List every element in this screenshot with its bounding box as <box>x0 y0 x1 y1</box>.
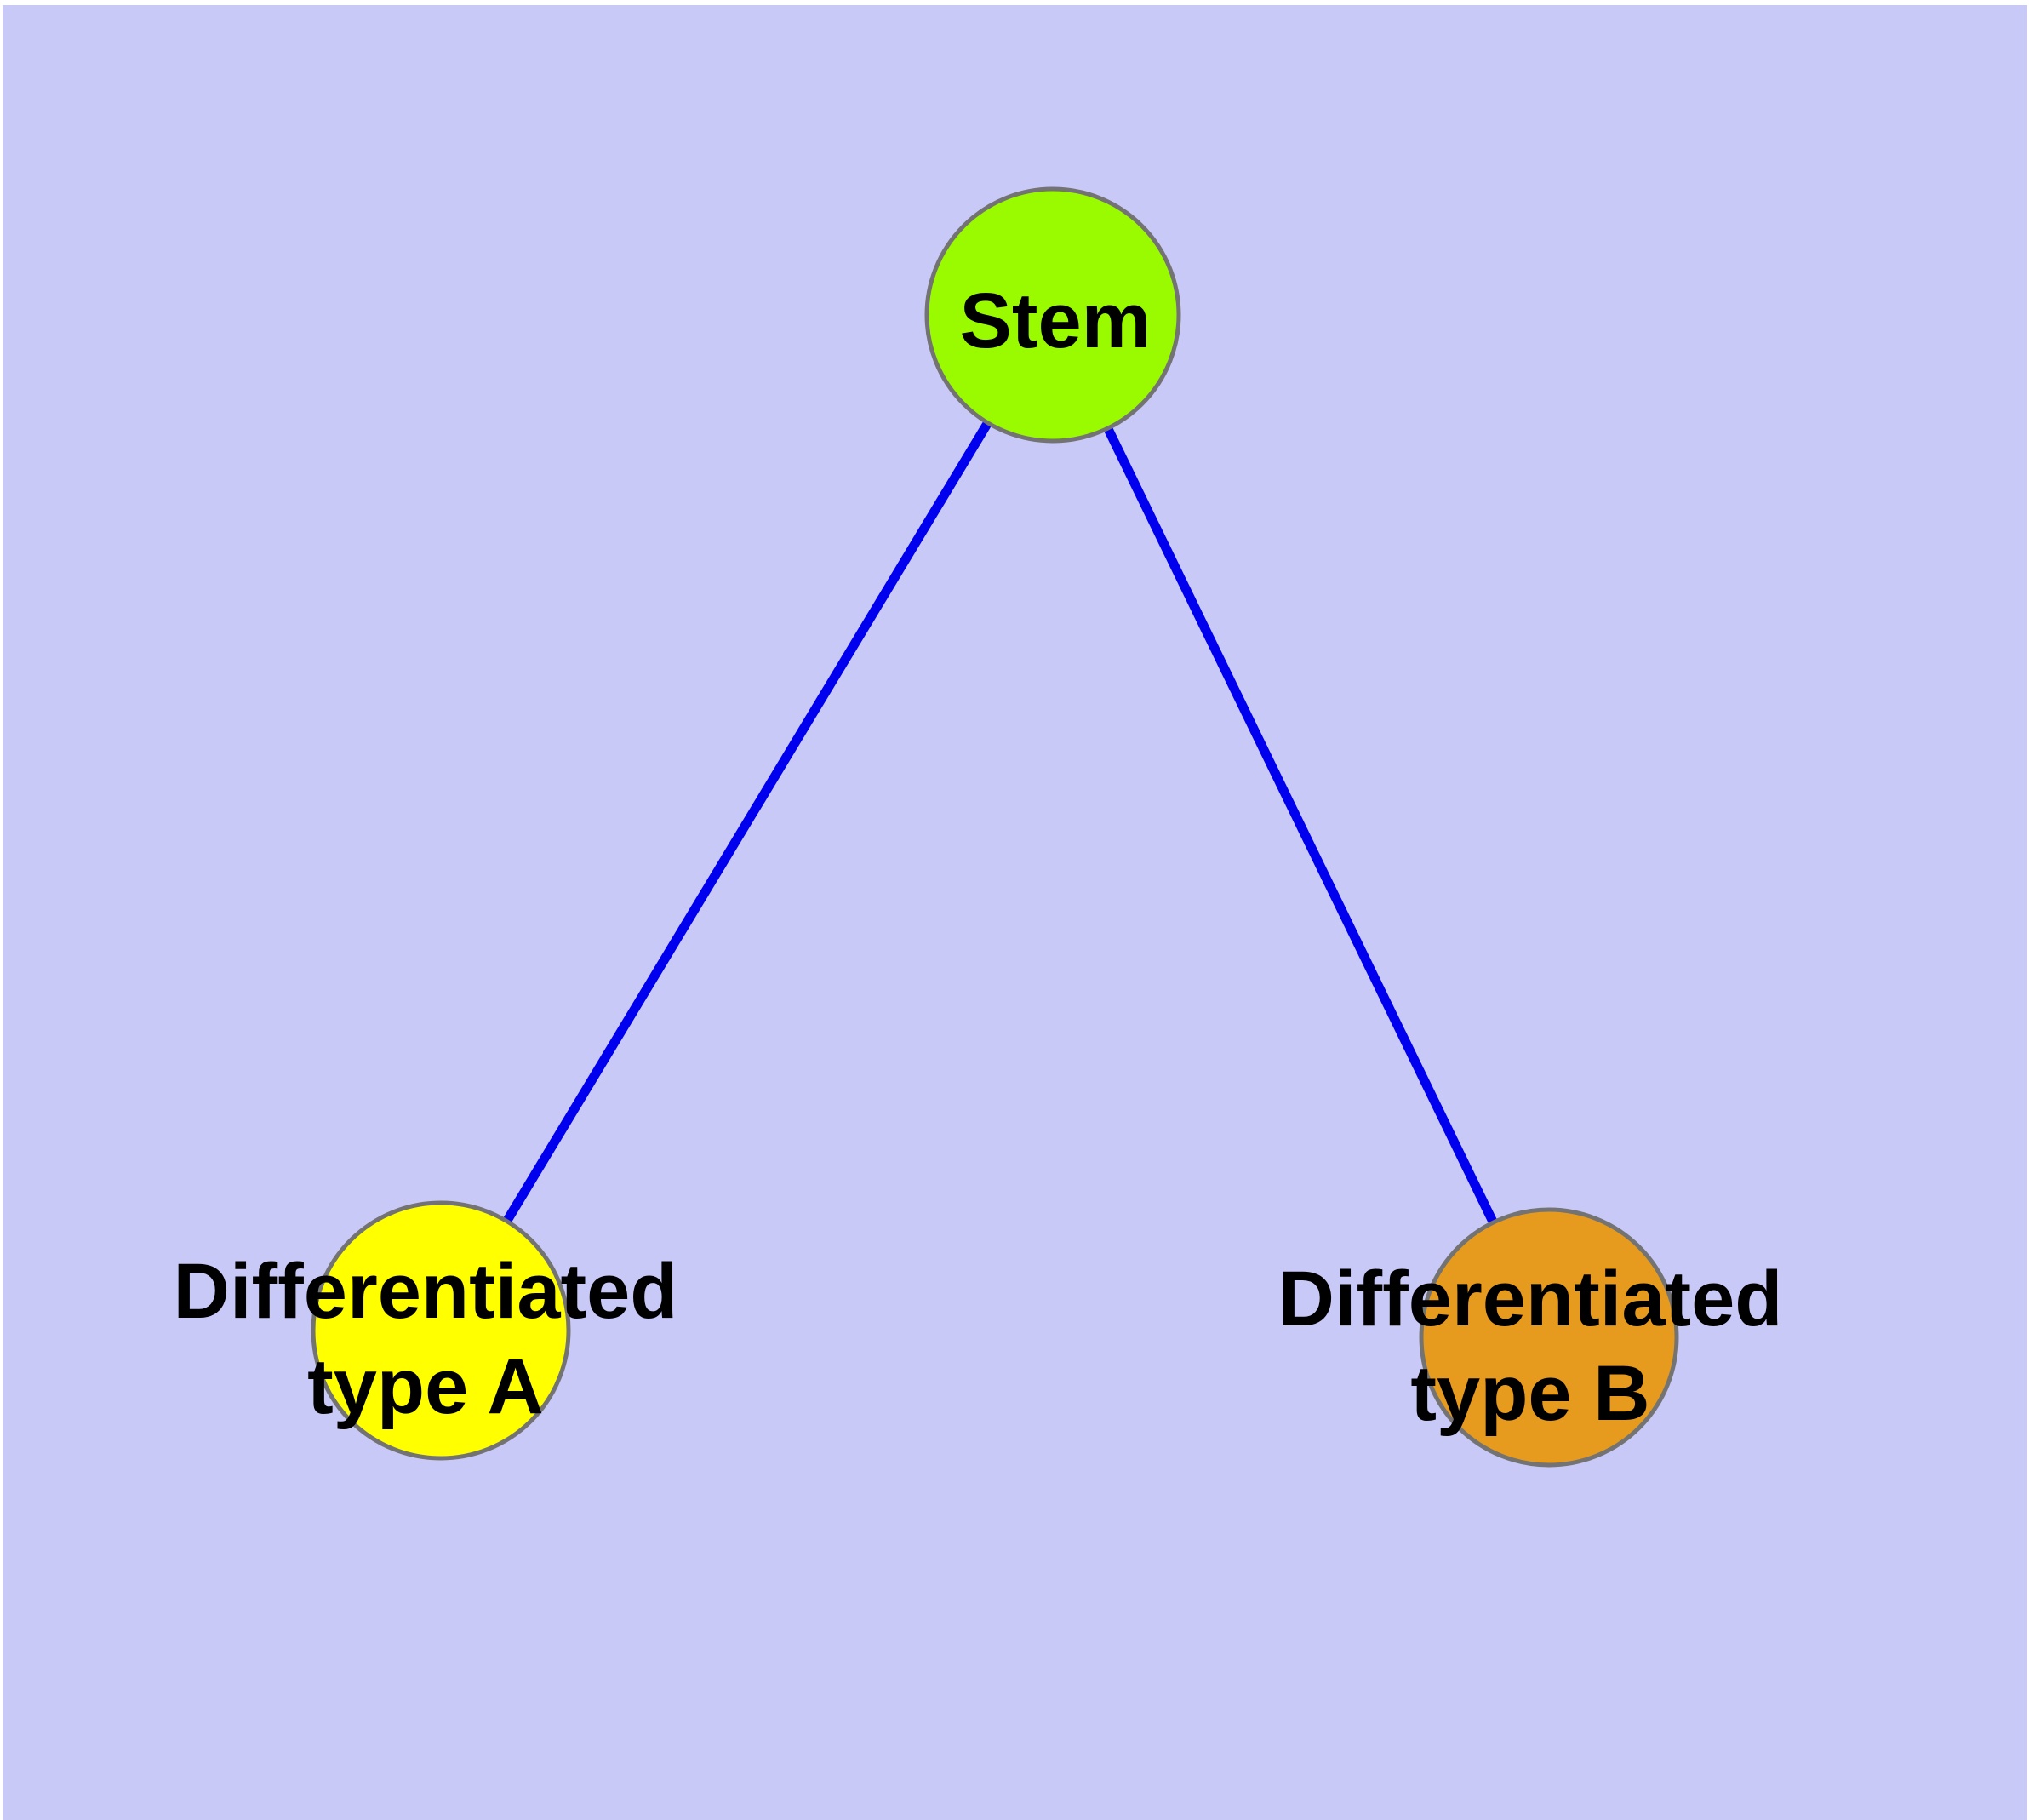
differentiated-type-a-node <box>311 1200 571 1461</box>
differentiated-type-a-label-line2: type A <box>307 1343 544 1430</box>
differentiated-type-b-label-line1: Differentiated <box>1278 1256 1783 1342</box>
edge-stem-to-type-b <box>1049 312 1553 1340</box>
stem-node-label: Stem <box>960 278 1152 364</box>
differentiated-type-b-node <box>1419 1207 1679 1468</box>
edge-stem-to-type-a <box>437 312 1057 1333</box>
differentiated-type-b-label-line2: type B <box>1410 1350 1649 1437</box>
stem-node <box>924 186 1181 444</box>
differentiated-type-a-label-line1: Differentiated <box>174 1248 678 1335</box>
